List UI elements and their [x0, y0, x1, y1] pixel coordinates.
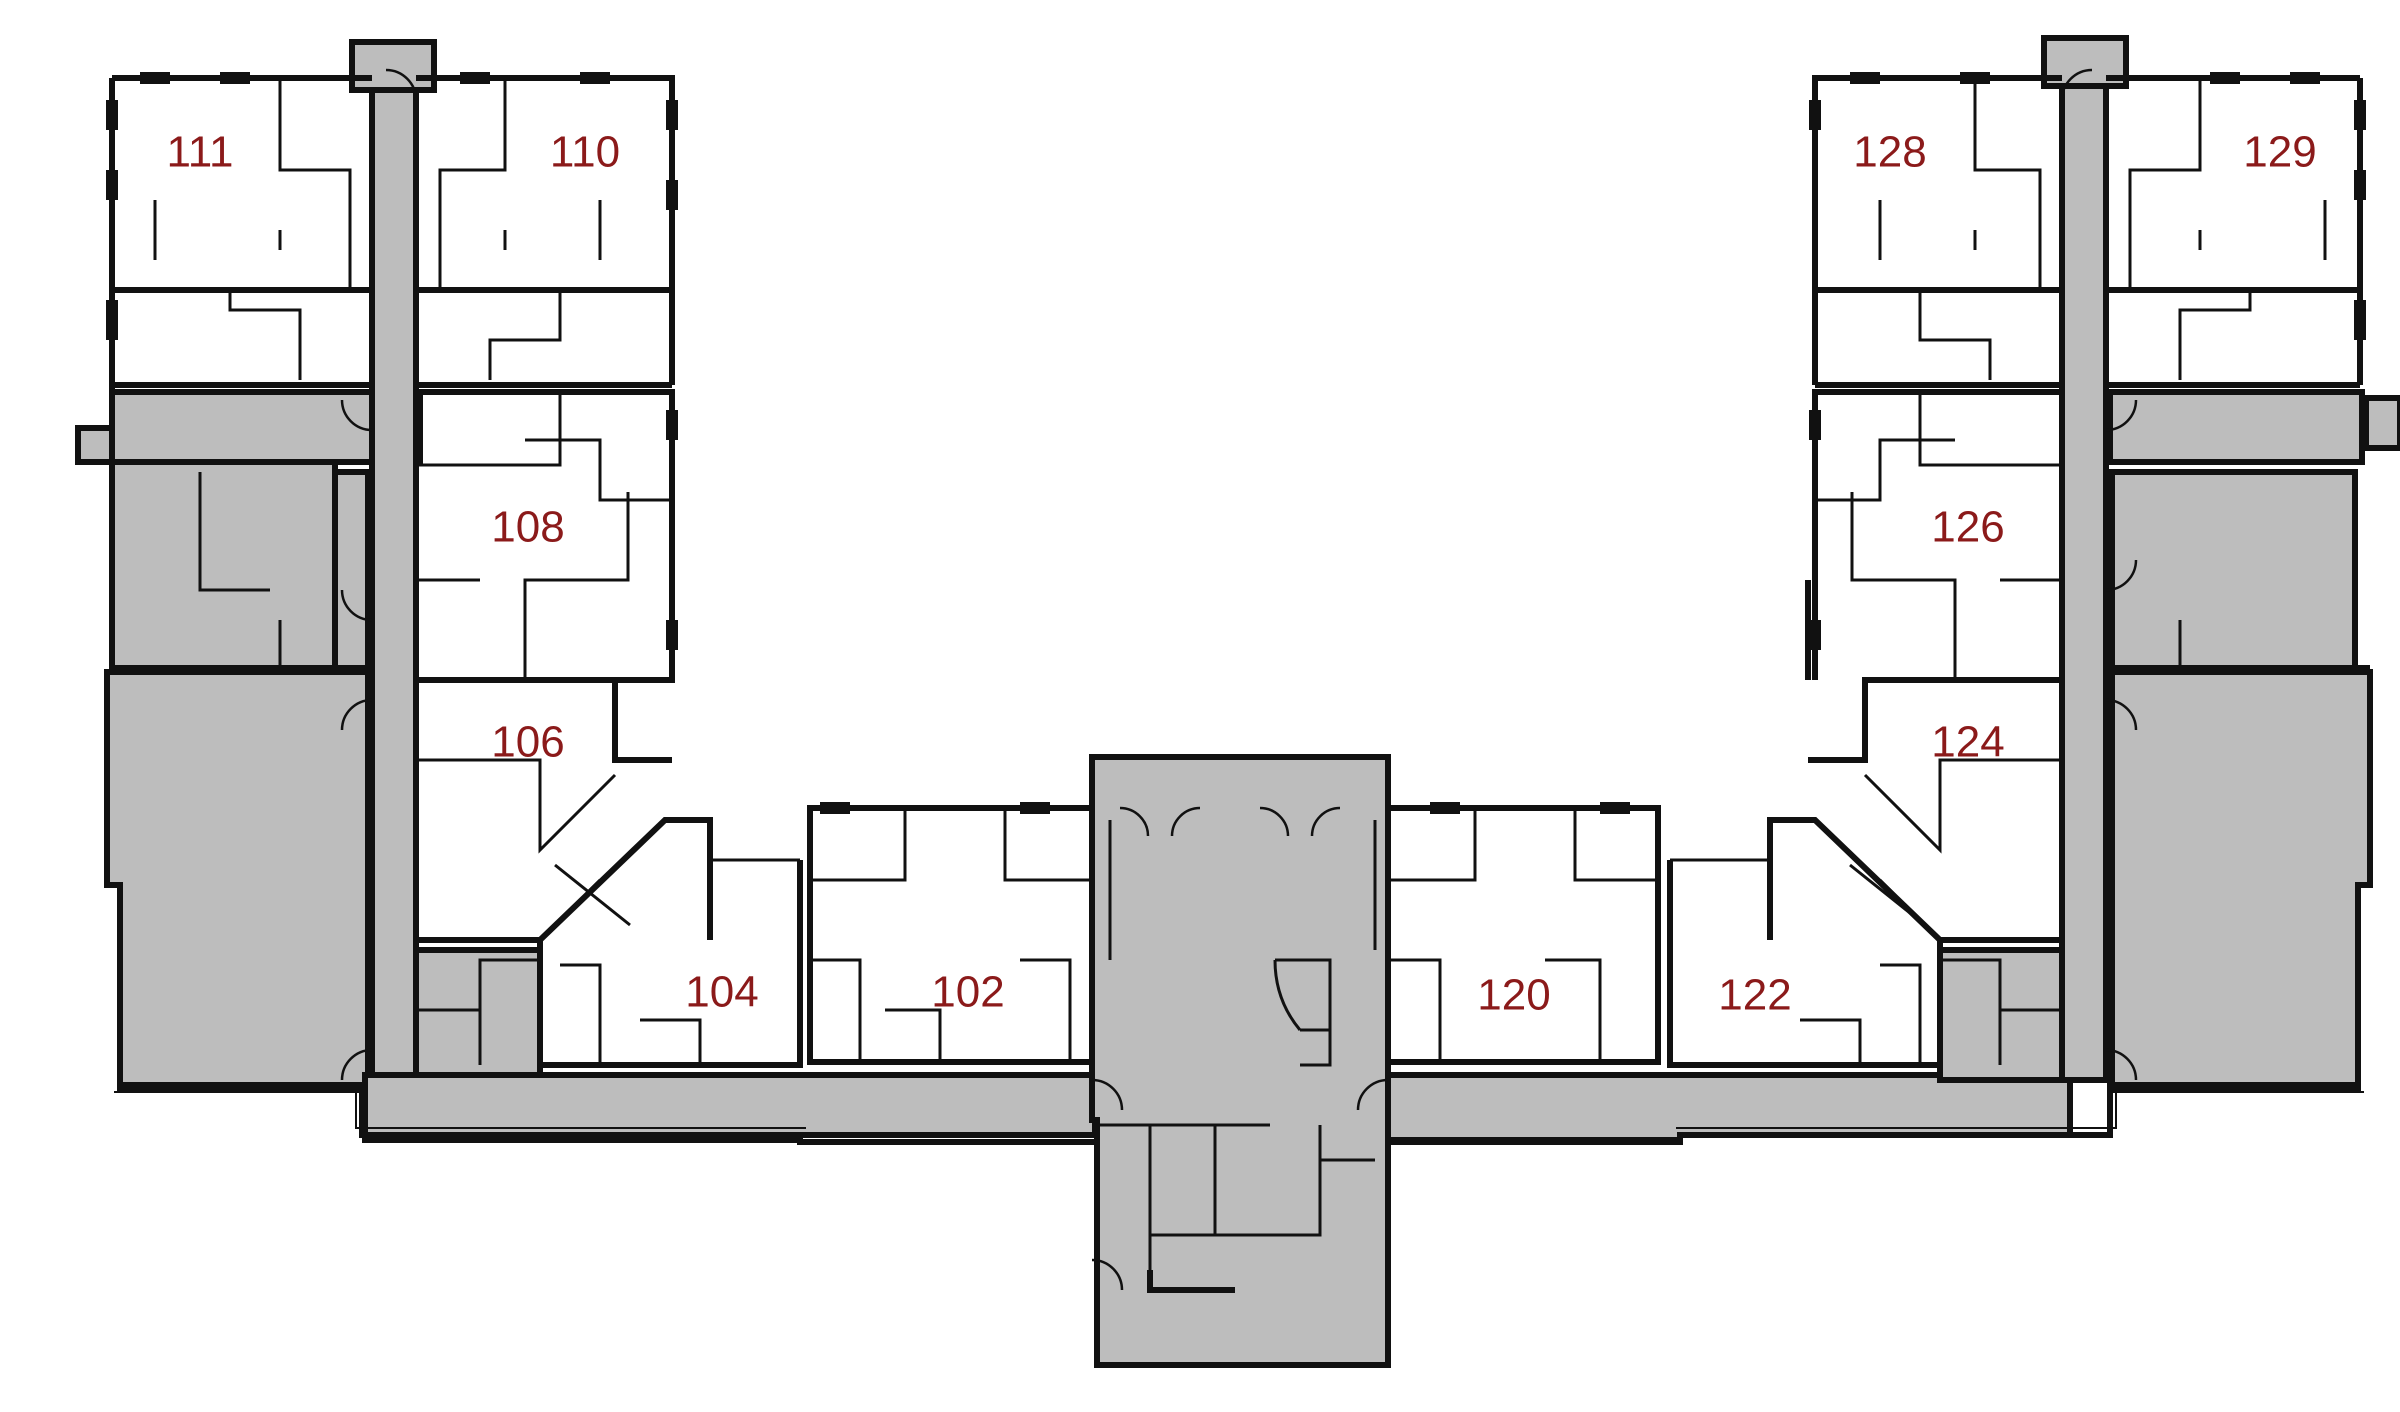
room-label-110: 110 [550, 128, 620, 177]
room-label-111: 111 [167, 128, 234, 177]
right-wing-outline-inner [1676, 1091, 2364, 1129]
corridor-bottom-right [1382, 1072, 2073, 1143]
lobby-outline [1092, 754, 1391, 1368]
common-area-right-upper [2109, 469, 2358, 671]
central-lobby [1089, 754, 1391, 1368]
room-label-106: 106 [491, 718, 564, 767]
room-label-129: 129 [2243, 128, 2316, 177]
vestibule-top-left [349, 39, 437, 93]
common-area-left-lower [104, 669, 371, 1093]
room-label-102: 102 [931, 968, 1004, 1017]
vestibule-right [2363, 395, 2400, 451]
room-labels: 111 110 108 106 104 102 120 122 124 126 … [167, 128, 2317, 1020]
common-areas [75, 35, 2400, 1368]
room-label-108: 108 [491, 503, 564, 552]
corridor-bottom [362, 1072, 1098, 1143]
door-swings [340, 68, 2138, 1291]
room-label-104: 104 [685, 968, 758, 1017]
room-label-124: 124 [1931, 718, 2004, 767]
windows [106, 72, 2366, 814]
corridor-left-vertical [369, 69, 419, 1083]
room-label-120: 120 [1477, 971, 1550, 1020]
room-label-122: 122 [1718, 971, 1791, 1020]
common-area-left-utility [413, 947, 543, 1083]
left-wing-outline-inner [114, 1091, 806, 1129]
common-area-right-lower [2109, 669, 2373, 1093]
room-label-126: 126 [1931, 503, 2004, 552]
room-label-128: 128 [1853, 128, 1926, 177]
common-area-right-band [2107, 389, 2365, 465]
corridor-right-vertical [2059, 69, 2109, 1083]
vestibule-left [75, 425, 115, 465]
